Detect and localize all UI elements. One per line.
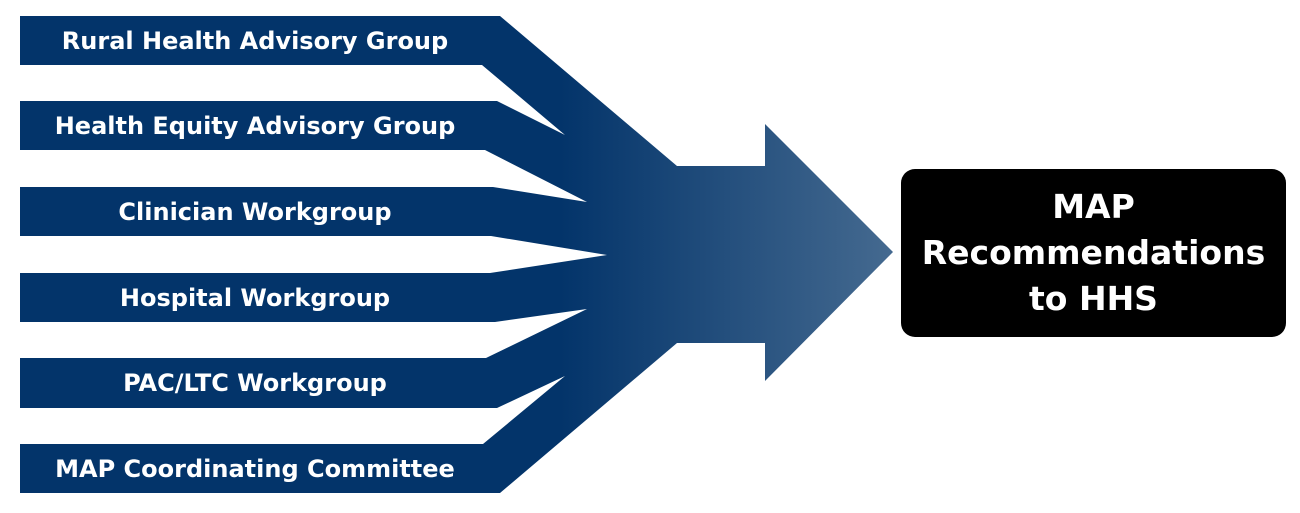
gap-3: [0, 236, 607, 273]
input-map-coordinating-committee: MAP Coordinating Committee: [55, 455, 455, 483]
map-recommendations-box: MAP Recommendations to HHS: [901, 169, 1286, 337]
output-line-2: Recommendations: [921, 233, 1266, 272]
output-line-3: to HHS: [1029, 279, 1158, 318]
gap-1: [0, 65, 565, 135]
input-pac-ltc-workgroup: PAC/LTC Workgroup: [123, 369, 387, 397]
gap-4: [0, 309, 587, 358]
gap-2: [0, 150, 587, 202]
gap-5: [0, 376, 565, 444]
output-line-1: MAP: [1052, 187, 1135, 226]
input-rural-health-advisory-group: Rural Health Advisory Group: [61, 27, 449, 55]
input-clinician-workgroup: Clinician Workgroup: [118, 198, 392, 226]
input-health-equity-advisory-group: Health Equity Advisory Group: [54, 112, 456, 140]
input-hospital-workgroup: Hospital Workgroup: [119, 284, 391, 312]
